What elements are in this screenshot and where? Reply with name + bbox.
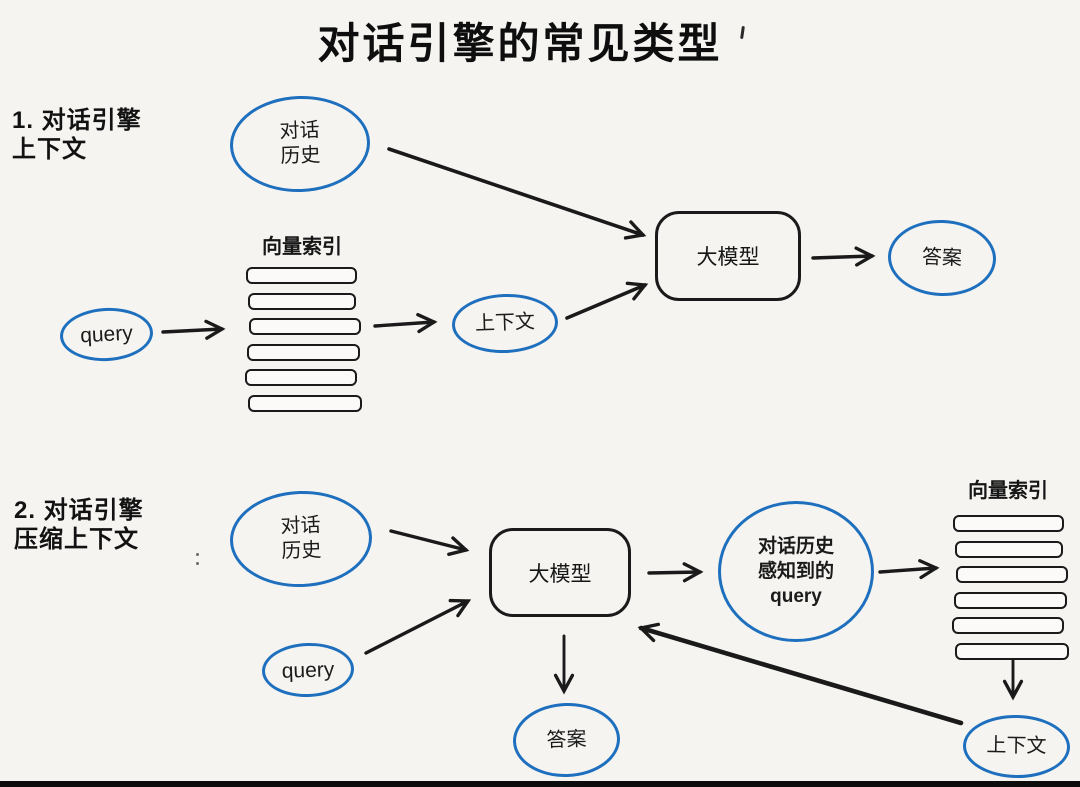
section2-heading-line2: 压缩上下文 — [14, 526, 139, 553]
index-bar — [249, 318, 361, 336]
context-1-label: 上下文 — [474, 310, 536, 336]
dialog-history-1-line2: 历史 — [280, 144, 321, 168]
index-bar — [246, 267, 357, 284]
node-model-2: 大模型 — [489, 528, 631, 617]
node-query-1: query — [58, 305, 155, 364]
arrow-query1-to-index1 — [161, 319, 226, 340]
section1-heading-line1: 1. 对话引擎 — [12, 107, 142, 134]
index-bar — [952, 617, 1064, 635]
node-answer-2: 答案 — [511, 701, 622, 779]
model-2-label: 大模型 — [528, 561, 592, 586]
arrow-history1-to-model1 — [387, 147, 647, 240]
index-bar — [955, 540, 1063, 558]
section2-heading: 2. 对话引擎 压缩上下文 — [14, 496, 144, 554]
node-context-2: 上下文 — [962, 714, 1071, 779]
index-bar — [953, 515, 1064, 532]
node-dialog-history-1: 对话 历史 — [228, 93, 372, 195]
dialog-history-2-line1: 对话 — [280, 514, 321, 538]
section1-heading: 1. 对话引擎 上下文 — [12, 106, 142, 164]
query-2-label: query — [281, 657, 335, 683]
page-title: 对话引擎的常见类型 — [317, 22, 723, 68]
node-model-1: 大模型 — [655, 211, 801, 301]
node-answer-1: 答案 — [886, 218, 998, 298]
index-bar — [955, 642, 1069, 660]
arrow-awarequery-to-index2 — [878, 559, 940, 580]
arrow-model1-to-answer1 — [811, 246, 876, 267]
index-bar — [248, 394, 362, 412]
index-bar — [248, 292, 356, 310]
aware-query-line3: query — [770, 586, 822, 607]
dialog-history-2-line2: 历史 — [281, 539, 322, 563]
aware-query-line2: 感知到的 — [757, 561, 834, 582]
answer-2-label: 答案 — [546, 727, 587, 752]
vector-index-1-stack — [245, 267, 363, 421]
index-bar — [954, 591, 1067, 609]
node-query-2: query — [261, 641, 355, 699]
dialog-history-1-line1: 对话 — [279, 119, 320, 143]
arrow-model2-to-awarequery — [647, 562, 704, 583]
bottom-black-bar — [0, 781, 1080, 787]
query-1-label: query — [79, 321, 134, 348]
section1-heading-line2: 上下文 — [12, 136, 87, 163]
arrow-context1-to-model1 — [565, 281, 649, 320]
vector-index-2-label: 向量索引 — [968, 480, 1048, 502]
context-2-label: 上下文 — [986, 734, 1047, 758]
model-1-label: 大模型 — [696, 245, 760, 269]
arrow-query2-to-model2 — [364, 598, 472, 655]
arrow-index1-to-context1 — [373, 312, 438, 334]
answer-1-label: 答案 — [921, 245, 963, 270]
aware-query-line1: 对话历史 — [757, 536, 834, 557]
vector-index-2-stack — [952, 515, 1069, 669]
index-bar — [956, 566, 1068, 584]
stray-colon-mark — [196, 553, 199, 571]
node-aware-query: 对话历史 感知到的 query — [718, 501, 874, 642]
arrow-context2-to-model2 — [637, 622, 964, 726]
vector-index-1-label: 向量索引 — [262, 236, 342, 258]
index-bar — [247, 343, 360, 361]
arrow-history2-to-model2 — [389, 529, 470, 556]
section2-heading-line1: 2. 对话引擎 — [14, 497, 144, 524]
node-dialog-history-2: 对话 历史 — [228, 488, 374, 590]
index-bar — [245, 369, 357, 387]
node-context-1: 上下文 — [451, 292, 559, 355]
